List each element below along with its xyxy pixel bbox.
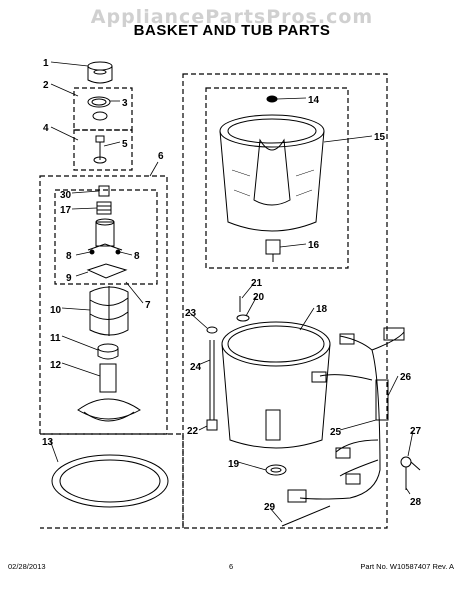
callout-30: 30: [60, 190, 72, 201]
part-11-bearing: [97, 343, 119, 360]
footer-date: 02/28/2013: [8, 562, 46, 571]
part-15-basket: [219, 114, 325, 232]
callout-6: 6: [158, 151, 164, 162]
callout-12: 12: [50, 360, 62, 371]
callout-8: 8: [66, 251, 72, 262]
group-box-2: [73, 87, 133, 131]
callout-17: 17: [60, 205, 72, 216]
watermark: AppliancePartsPros.com: [90, 6, 374, 28]
part-17-spring: [96, 201, 112, 215]
group-box-6: [39, 175, 168, 435]
group-box-large: [182, 73, 388, 529]
callout-25: 25: [330, 427, 342, 438]
callout-22: 22: [187, 426, 199, 437]
part-20-clip: [236, 314, 250, 322]
part-26-sleeve: [375, 379, 389, 421]
part-27-sensor: [400, 456, 421, 471]
callout-2: 2: [43, 80, 49, 91]
group-box-4: [73, 129, 133, 171]
group-box-13: [40, 433, 184, 529]
callout-8: 8: [134, 251, 140, 262]
callout-5: 5: [122, 139, 128, 150]
callout-9: 9: [66, 273, 72, 284]
part-12-agitator-base: [77, 363, 141, 422]
callout-26: 26: [400, 372, 412, 383]
part-29-tie: [281, 505, 331, 527]
part-1-cap: [87, 61, 113, 84]
part-9-plate: [86, 263, 128, 279]
callout-3: 3: [122, 98, 128, 109]
callout-16: 16: [308, 240, 320, 251]
group-box-7: [54, 189, 158, 285]
callout-24: 24: [190, 362, 202, 373]
footer-page-number: 6: [229, 562, 234, 571]
callout-23: 23: [185, 308, 197, 319]
callout-21: 21: [251, 278, 263, 289]
callout-27: 27: [410, 426, 422, 437]
part-25-wire-harness: [287, 327, 405, 503]
part-18-outer-tub: [221, 321, 331, 449]
part-13-tub-ring: [51, 454, 169, 508]
callout-19: 19: [228, 459, 240, 470]
callout-28: 28: [410, 497, 422, 508]
footer-part-number: Part No. W10587407 Rev. A: [360, 562, 454, 571]
callout-18: 18: [316, 304, 328, 315]
part-23-grommet: [206, 326, 218, 334]
part-30-cap: [98, 185, 110, 197]
part-8-cam-assembly: [87, 218, 123, 255]
callout-29: 29: [264, 502, 276, 513]
part-5-bolt: [93, 135, 107, 164]
callout-14: 14: [308, 95, 320, 106]
part-22-clamp: [206, 419, 218, 431]
callout-13: 13: [42, 437, 54, 448]
part-24-hose: [209, 340, 215, 420]
page-title: BASKET AND TUB PARTS: [133, 22, 331, 39]
callout-1: 1: [43, 58, 49, 69]
part-3-ring: [87, 96, 111, 121]
callout-10: 10: [50, 305, 62, 316]
part-10-auger: [89, 286, 129, 336]
callout-11: 11: [50, 333, 61, 344]
callout-4: 4: [43, 123, 49, 134]
callout-15: 15: [374, 132, 386, 143]
part-14-nut: [266, 95, 278, 103]
callout-7: 7: [145, 300, 151, 311]
callout-20: 20: [253, 292, 265, 303]
part-19-seal: [265, 464, 287, 476]
part-16-coupling: [265, 239, 281, 262]
group-box-15: [205, 87, 349, 269]
